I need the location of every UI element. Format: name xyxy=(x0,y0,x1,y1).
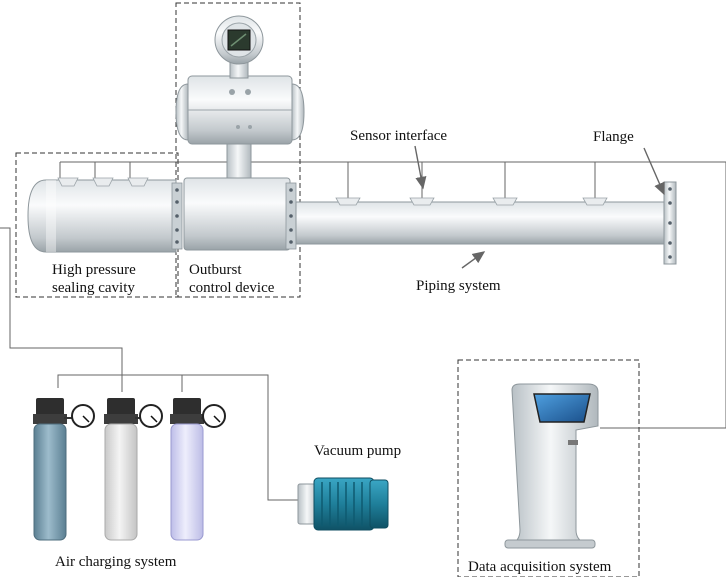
label-sealing-cavity-2: sealing cavity xyxy=(52,280,135,296)
pressure-gauge-icon xyxy=(135,404,163,428)
label-data-acquisition-system: Data acquisition system xyxy=(468,559,612,575)
air-charging-system xyxy=(33,398,226,541)
vacuum-pump xyxy=(297,477,389,531)
gas-cylinder xyxy=(104,398,138,541)
label-piping-system: Piping system xyxy=(416,278,501,294)
pressure-gauge-icon xyxy=(201,404,226,428)
label-sealing-cavity-1: High pressure xyxy=(52,262,136,278)
arrow-icon xyxy=(461,251,486,269)
label-sensor-interface: Sensor interface xyxy=(350,128,447,144)
high-pressure-sealing-cavity xyxy=(27,177,183,253)
diagram-labels: High pressure sealing cavity Outburst co… xyxy=(52,128,634,575)
label-arrows xyxy=(414,145,665,269)
label-outburst-device-2: control device xyxy=(189,280,275,296)
label-flange: Flange xyxy=(593,129,634,145)
data-acquisition-box xyxy=(457,359,640,577)
pressure-gauge-icon xyxy=(64,404,95,428)
piping-system xyxy=(295,181,677,265)
outburst-device-box xyxy=(175,2,301,298)
label-vacuum-pump: Vacuum pump xyxy=(314,443,401,459)
outburst-control-device xyxy=(175,15,305,251)
data-acquisition-kiosk xyxy=(504,383,599,549)
arrow-icon xyxy=(414,145,427,190)
sensor-ports-cavity xyxy=(57,177,149,187)
label-air-charging-system: Air charging system xyxy=(55,554,177,570)
arrow-icon xyxy=(643,147,665,196)
gas-cylinder xyxy=(33,398,67,541)
gas-cylinder xyxy=(170,398,204,541)
kiosk-screen xyxy=(533,393,591,423)
label-outburst-device-1: Outburst xyxy=(189,262,242,278)
sensor-ports-pipe xyxy=(335,197,608,206)
